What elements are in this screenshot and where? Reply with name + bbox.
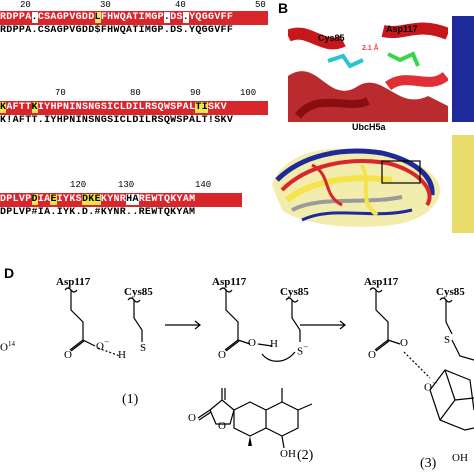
ruler-label: 90	[190, 88, 201, 98]
atom-s: S	[140, 342, 147, 354]
step-label-2: (2)	[297, 448, 314, 463]
panel-b-label: B	[278, 0, 289, 16]
distance-label: 2.1 Å	[362, 45, 379, 52]
structure-blue-partial	[452, 16, 474, 122]
sequence-row: KAFTTKIYHPNINSNGSICLDILRSQWSPALTISKV	[0, 101, 268, 115]
atom-o-minus: O−	[424, 378, 438, 394]
cys85-label: Cys85	[318, 33, 345, 43]
ruler-label: 70	[55, 88, 66, 98]
consensus-row: DPLVP#IA.IYK.D.#KYNR..REWTQKYAM	[0, 207, 196, 218]
consensus-row: K!AFTT.IYHPNINSNGSICLDILRSQWSPALT!SKV	[0, 115, 234, 126]
atom-o: O	[400, 337, 408, 349]
protein-label: UbcH5a	[352, 122, 386, 132]
ruler-label: 50	[255, 0, 266, 10]
atom-o-minus: O−	[96, 337, 110, 353]
ruler-label: 120	[70, 180, 87, 190]
atom-s: S	[444, 334, 451, 346]
mechanism-scheme	[64, 287, 474, 449]
ruler-label: 100	[240, 88, 257, 98]
atom-o: O	[218, 420, 226, 432]
structure-yellow-partial	[452, 135, 474, 233]
atom-o: O	[248, 337, 256, 349]
panel-d-label: D	[4, 265, 15, 281]
sequence-row: RDPPA.CSAGPVGDDLFHWQATIMGP.DS.YQGGVFF	[0, 11, 268, 25]
ruler-label: 130	[118, 180, 135, 190]
atom-h: H	[118, 349, 126, 361]
ruler-label: 30	[100, 0, 111, 10]
atom-o: O	[218, 349, 226, 361]
cys85-label: Cys85	[436, 286, 465, 298]
atom-o: O	[368, 349, 376, 361]
step-label-3: (3)	[420, 456, 437, 471]
sequence-row: DPLVPDIAEIYKSDKEKYNRHAREWTQKYAM	[0, 193, 242, 207]
atom-oh: OH	[452, 452, 468, 464]
atom-oh: OH	[280, 448, 296, 460]
ruler-label: 20	[20, 0, 31, 10]
overlay-structure	[262, 135, 454, 233]
asp117-label: Asp117	[56, 276, 91, 288]
consensus-row: RDPPA.CSAGPVGDD$FHWQATIMGP.DS.YQGGVFF	[0, 25, 234, 36]
asp117-label: Asp117	[386, 24, 418, 34]
asp117-label: Asp117	[212, 276, 247, 288]
active-site-structure	[288, 16, 448, 122]
asp117-label: Asp117	[364, 276, 399, 288]
atom-s-minus: S−	[297, 342, 309, 358]
atom-o: O	[64, 349, 72, 361]
atom-o: O	[188, 412, 196, 424]
atom-h: H	[270, 338, 278, 350]
ruler-label: 40	[175, 0, 186, 10]
step-label-1: (1)	[122, 392, 139, 407]
cys85-label: Cys85	[124, 286, 153, 298]
panel-a-alignment: 20 30 40 50 RDPPA.CSAGPVGDDLFHWQATIMGP.D…	[0, 0, 270, 240]
left-fragment: O14	[0, 340, 15, 354]
cys85-label: Cys85	[280, 286, 309, 298]
ruler-label: 140	[195, 180, 212, 190]
ruler-label: 80	[130, 88, 141, 98]
